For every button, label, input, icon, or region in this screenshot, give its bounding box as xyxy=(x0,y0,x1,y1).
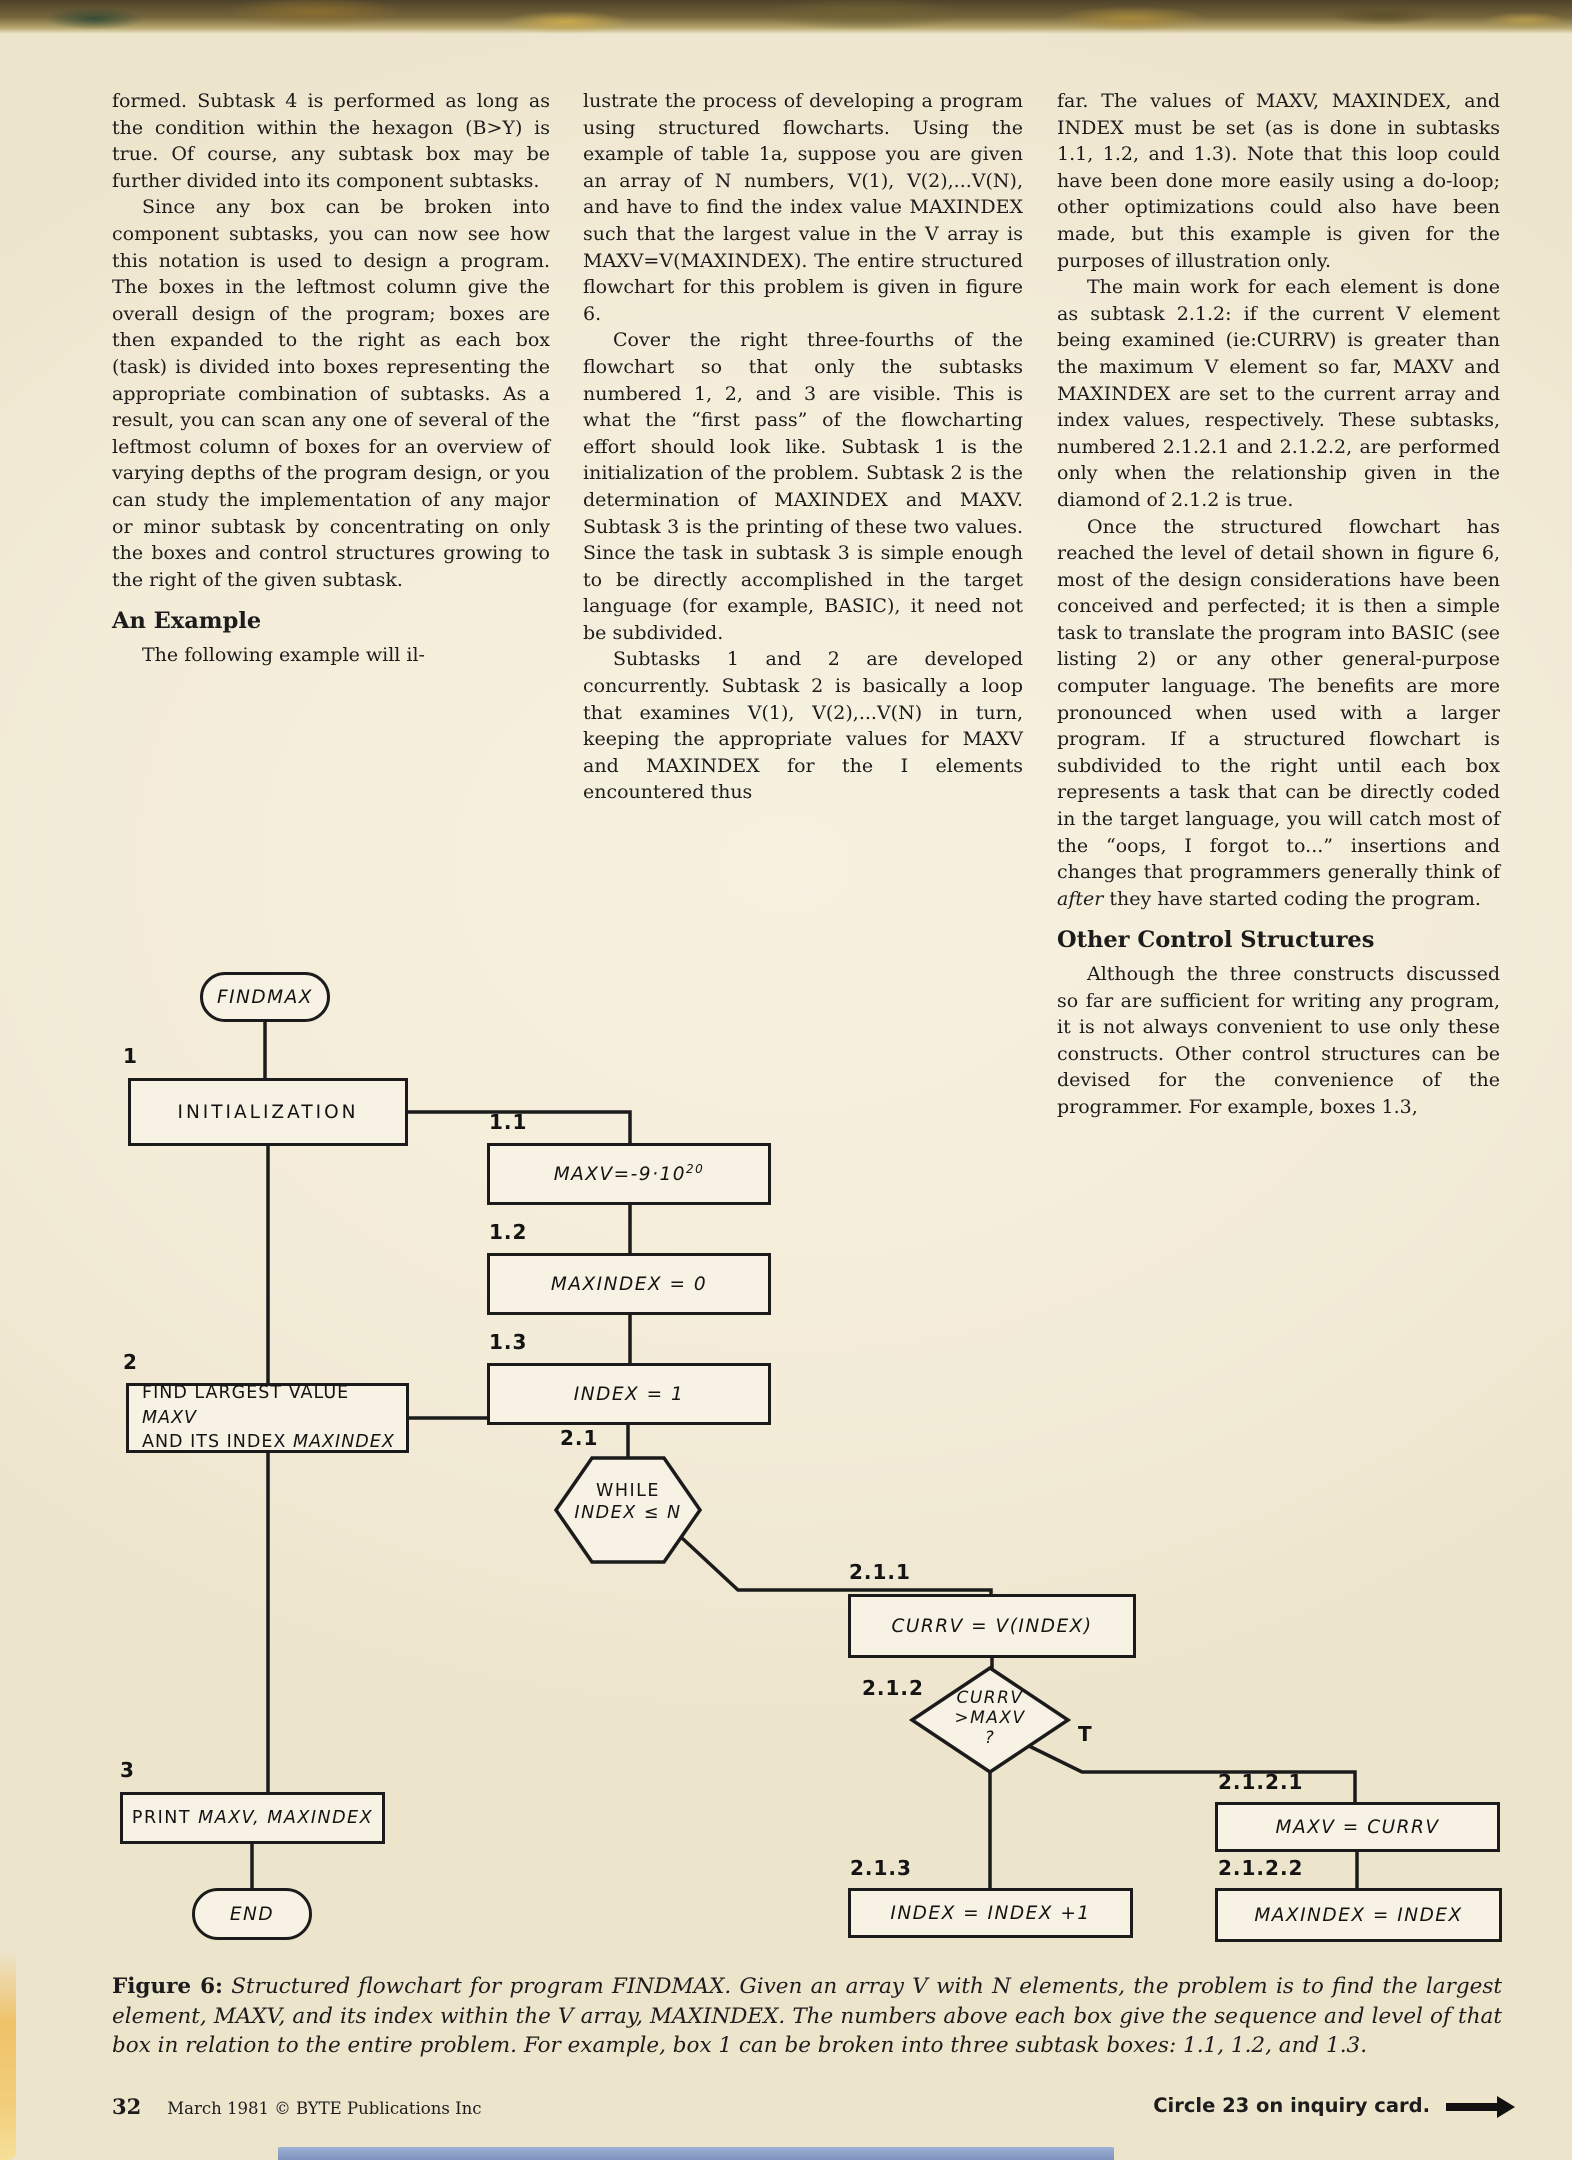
node-number-2-1-2: 2.1.2 xyxy=(862,1676,924,1700)
node-number-2-1-1: 2.1.1 xyxy=(849,1560,911,1584)
italic-word: after xyxy=(1057,887,1104,910)
inquiry-note: Circle 23 on inquiry card. xyxy=(1153,2094,1515,2118)
flowchart-box-maxindex-index: MAXINDEX = INDEX xyxy=(1215,1888,1502,1942)
flowchart-box-maxindex-init: MAXINDEX = 0 xyxy=(487,1253,771,1315)
node-number-2-1-2-2: 2.1.2.2 xyxy=(1218,1856,1304,1880)
node-number-1-1: 1.1 xyxy=(489,1110,528,1134)
paragraph: Subtasks 1 and 2 are developed concurren… xyxy=(583,648,1023,804)
paragraph: lustrate the process of developing a pro… xyxy=(583,90,1023,325)
node-number-2-1-3: 2.1.3 xyxy=(850,1856,912,1880)
figure-caption-text: Structured flowchart for program FINDMAX… xyxy=(112,1974,1503,2058)
node-number-2-1: 2.1 xyxy=(560,1426,599,1450)
paragraph: The following example will il- xyxy=(142,643,425,666)
paragraph: Although the three constructs discussed … xyxy=(1057,963,1500,1118)
right-arrow-icon xyxy=(1446,2095,1515,2118)
paragraph: The main work for each element is done a… xyxy=(1057,276,1500,511)
publication-credit: March 1981 © BYTE Publications Inc xyxy=(167,2099,482,2118)
node-number-2-1-2-1: 2.1.2.1 xyxy=(1218,1770,1304,1794)
top-edge-band xyxy=(0,0,1572,34)
figure-caption: Figure 6: Structured flowchart for progr… xyxy=(112,1972,1502,2061)
paragraph: Once the structured flowchart has reache… xyxy=(1057,515,1500,910)
page-edge-smudge xyxy=(0,1950,16,2160)
flowchart-terminal-end: END xyxy=(192,1888,312,1940)
flowchart-box-index-increment: INDEX = INDEX +1 xyxy=(848,1888,1133,1938)
node-number-1-2: 1.2 xyxy=(489,1220,528,1244)
column-1: formed. Subtask 4 is performed as long a… xyxy=(112,88,550,668)
paragraph: formed. Subtask 4 is performed as long a… xyxy=(112,90,550,192)
flowchart-box-initialization: INITIALIZATION xyxy=(128,1078,408,1146)
paragraph: Since any box can be broken into compone… xyxy=(112,196,550,591)
flowchart-box-maxv-currv: MAXV = CURRV xyxy=(1215,1802,1500,1852)
node-number-3: 3 xyxy=(120,1758,135,1782)
flowchart-terminal-findmax: FINDMAX xyxy=(200,972,330,1022)
node-number-1: 1 xyxy=(123,1044,138,1068)
flowchart-box-index-init: INDEX = 1 xyxy=(487,1363,771,1425)
flowchart-box-find-largest: FIND LARGEST VALUE MAXV AND ITS INDEX MA… xyxy=(126,1383,409,1453)
footer-left: 32 March 1981 © BYTE Publications Inc xyxy=(112,2094,481,2119)
node-number-2: 2 xyxy=(123,1350,138,1374)
paragraph: far. The values of MAXV, MAXINDEX, and I… xyxy=(1057,90,1500,272)
flowchart-box-currv: CURRV = V(INDEX) xyxy=(848,1594,1136,1658)
column-3: far. The values of MAXV, MAXINDEX, and I… xyxy=(1057,88,1500,1121)
figure-caption-label: Figure 6: xyxy=(112,1974,223,1999)
section-heading-an-example: An Example xyxy=(112,608,262,635)
paragraph: Cover the right three-fourths of the flo… xyxy=(583,329,1023,644)
next-page-strip xyxy=(278,2147,1114,2160)
column-2: lustrate the process of developing a pro… xyxy=(583,88,1023,806)
page-number: 32 xyxy=(112,2094,142,2119)
decision-diamond-label: CURRV >MAXV ? xyxy=(954,1688,1026,1748)
flowchart-box-maxv-init: MAXV=-9·1020 xyxy=(487,1143,771,1205)
flowchart-box-print: PRINT MAXV, MAXINDEX xyxy=(120,1792,385,1844)
while-hexagon-label: WHILE INDEX ≤ N xyxy=(574,1481,682,1523)
true-branch-label: T xyxy=(1078,1722,1093,1746)
node-number-1-3: 1.3 xyxy=(489,1330,528,1354)
section-heading-other-control-structures: Other Control Structures xyxy=(1057,927,1375,954)
